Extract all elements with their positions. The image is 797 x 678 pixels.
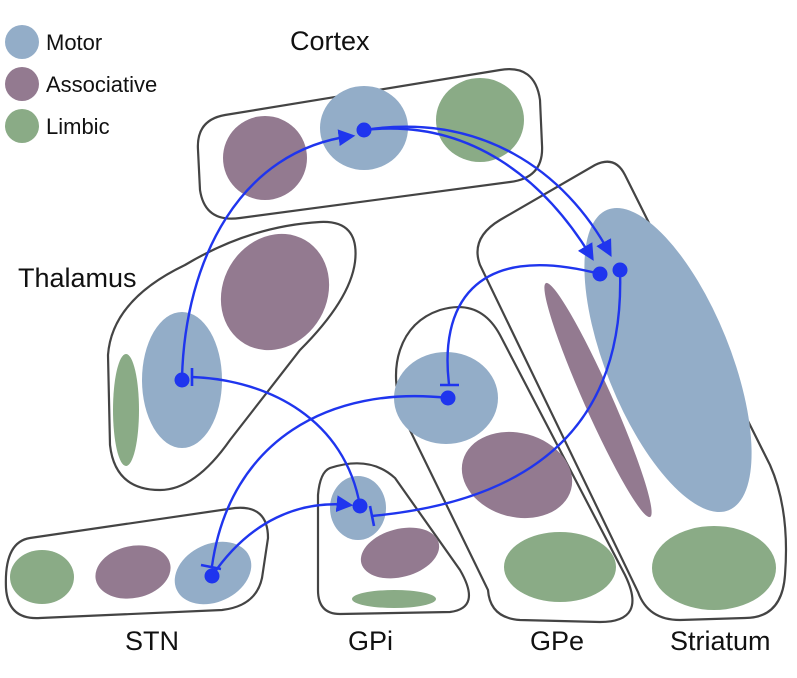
gpi-region: GPi	[316, 462, 470, 656]
legend-item-motor: Motor	[5, 25, 102, 59]
stn-region: STN	[4, 506, 270, 656]
thalamus-region: Thalamus	[18, 220, 357, 492]
gpi-associative-area	[360, 527, 440, 579]
legend-swatch-limbic	[5, 109, 39, 143]
legend-label-limbic: Limbic	[46, 114, 110, 139]
striatum-motor-area	[584, 208, 752, 512]
legend-label-motor: Motor	[46, 30, 102, 55]
striatum-label: Striatum	[670, 626, 771, 656]
cortex-outline	[196, 68, 544, 220]
legend-label-associative: Associative	[46, 72, 157, 97]
striatum-region: Striatum	[476, 160, 788, 656]
thalamus-limbic-area	[113, 354, 139, 466]
gpe-label: GPe	[530, 626, 584, 656]
stn-associative-area	[95, 545, 171, 599]
pathway-striatum-to-gpi-bar	[368, 505, 376, 527]
thalamus-outline	[106, 220, 357, 492]
cortex-label: Cortex	[290, 26, 370, 56]
pathway-gpe-to-stn	[210, 394, 450, 568]
stn-outline	[4, 506, 270, 620]
gpi-label: GPi	[348, 626, 393, 656]
striatum-limbic-area	[652, 526, 776, 610]
gpe-outline	[394, 305, 634, 624]
pathway-thalamus-to-cortex	[180, 129, 356, 380]
gpi-limbic-area	[352, 590, 436, 608]
pathway-cortex-to-striatum-b	[362, 125, 612, 257]
cortex-region: Cortex	[196, 26, 544, 220]
striatum-outline	[476, 160, 788, 622]
legend: Motor Associative Limbic	[5, 25, 157, 143]
legend-swatch-associative	[5, 67, 39, 101]
pathway-stn-to-gpi	[210, 495, 354, 578]
stn-label: STN	[125, 626, 179, 656]
legend-item-limbic: Limbic	[5, 109, 110, 143]
cortex-associative-area	[223, 116, 307, 200]
gpi-outline	[316, 462, 470, 616]
gpe-limbic-area	[504, 532, 616, 602]
striatum-associative-area	[544, 282, 652, 518]
legend-swatch-motor	[5, 25, 39, 59]
thalamus-associative-area	[220, 233, 330, 351]
cortex-motor-node	[356, 122, 372, 138]
legend-item-associative: Associative	[5, 67, 157, 101]
stn-limbic-area	[10, 550, 74, 604]
pathway-striatum-to-gpi	[370, 268, 622, 518]
thalamus-label: Thalamus	[18, 263, 137, 293]
pathway-gpi-to-thalamus	[190, 375, 362, 508]
motor-pathways	[174, 122, 628, 584]
pathway-cortex-to-striatum-a	[362, 127, 594, 261]
thalamus-motor-node	[174, 372, 190, 388]
pathway-striatum-to-gpe	[446, 263, 602, 386]
